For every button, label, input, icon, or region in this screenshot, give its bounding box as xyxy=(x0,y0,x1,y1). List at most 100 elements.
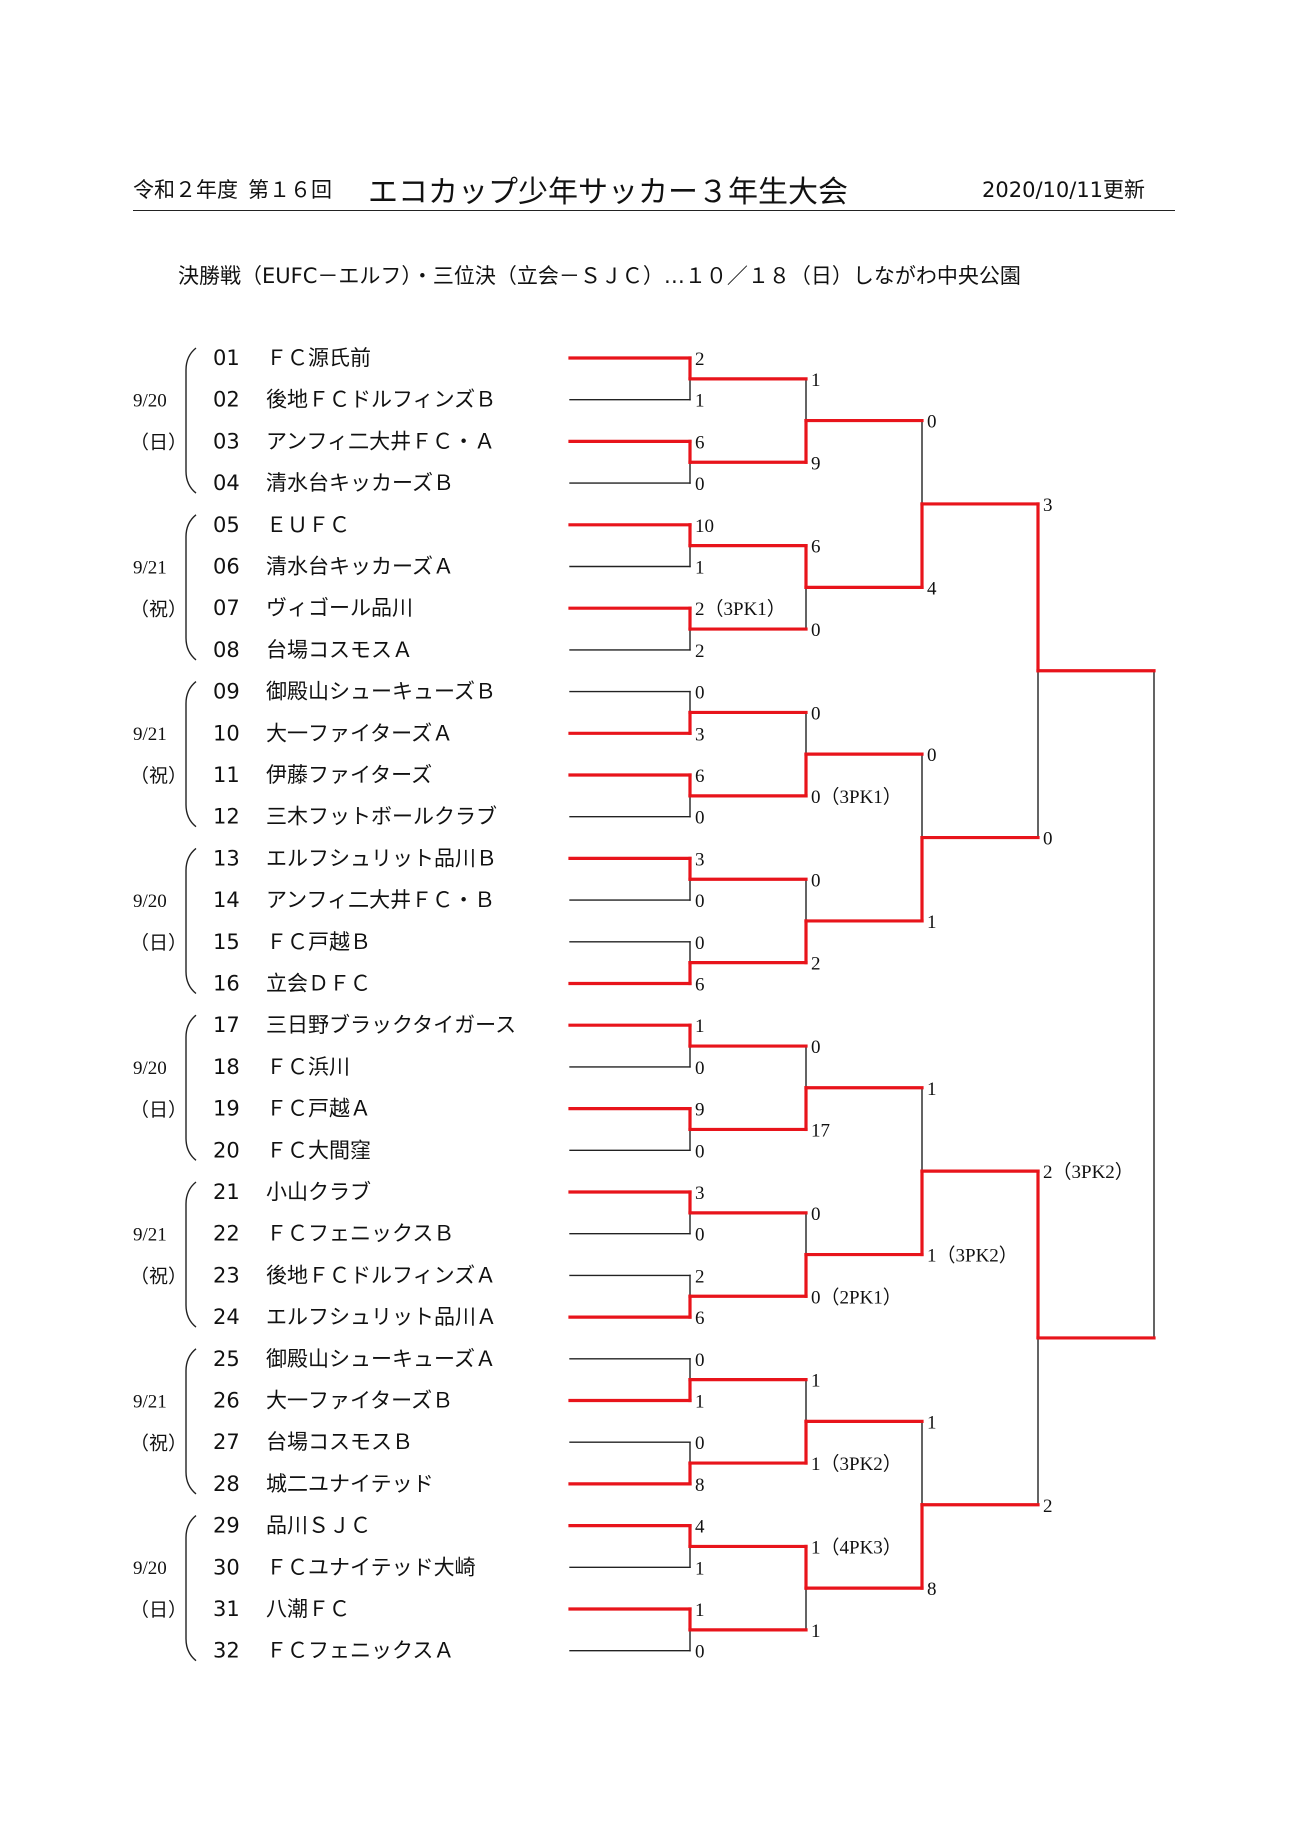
score-label: 2 xyxy=(695,1266,705,1287)
team-number: 15 xyxy=(213,930,240,954)
updated-date: 2020/10/11更新 xyxy=(982,178,1146,202)
score-label: 0 xyxy=(695,1225,705,1246)
score-label: 1 xyxy=(927,912,937,933)
score-label: 1（3PK2） xyxy=(811,1453,902,1475)
score-label: 6 xyxy=(695,1308,705,1329)
team-number: 02 xyxy=(213,388,240,412)
header-meta: 令和２年度第１６回 xyxy=(133,174,332,204)
team-number: 05 xyxy=(213,513,240,537)
team-name: ＦＣ戸越Ｂ xyxy=(266,930,371,954)
team-number: 19 xyxy=(213,1097,240,1121)
score-label: 0 xyxy=(811,1037,821,1058)
team-name: 清水台キッカーズＡ xyxy=(266,555,454,579)
team-name: 後地ＦＣドルフィンズＢ xyxy=(266,388,496,412)
team-name: ＦＣフェニックスＢ xyxy=(266,1222,454,1246)
bracket-lines xyxy=(569,378,1155,1652)
score-label: 0 xyxy=(695,1058,705,1079)
team-name: ＦＣユナイテッド大崎 xyxy=(266,1555,476,1579)
team-number: 28 xyxy=(213,1472,240,1496)
team-name: 台場コスモスＢ xyxy=(266,1430,413,1454)
winner-path-lines xyxy=(568,356,1156,1632)
team-number: 18 xyxy=(213,1055,240,1079)
team-name: 品川ＳＪＣ xyxy=(266,1514,371,1538)
team-name: 大一ファイターズＡ xyxy=(266,721,453,745)
match-date: 9/20 xyxy=(133,1558,167,1579)
team-name: 立会ＤＦＣ xyxy=(266,972,371,996)
score-label: 0 xyxy=(695,1642,705,1663)
score-label: 9 xyxy=(811,453,821,474)
score-label: 0 xyxy=(927,745,937,766)
score-label: 0 xyxy=(695,933,705,954)
score-label: 1 xyxy=(811,1621,821,1642)
team-name: 三日野ブラックタイガース xyxy=(266,1013,516,1037)
score-label: 0 xyxy=(695,1141,705,1162)
team-number: 23 xyxy=(213,1263,240,1287)
score-label: 0 xyxy=(695,683,705,704)
team-name: 伊藤ファイターズ xyxy=(266,763,432,787)
team-number: 32 xyxy=(213,1639,240,1663)
score-label: 8 xyxy=(927,1579,937,1600)
score-label: 0（3PK1） xyxy=(811,786,902,808)
score-label: 0 xyxy=(927,412,937,433)
team-number: 06 xyxy=(213,555,240,579)
score-label: 1（3PK2） xyxy=(927,1245,1018,1267)
team-name: 御殿山シューキューズＢ xyxy=(266,680,496,704)
score-label: 6 xyxy=(811,537,821,558)
team-name: 三木フットボールクラブ xyxy=(266,805,497,829)
score-label: 4 xyxy=(695,1517,705,1538)
team-number: 31 xyxy=(213,1597,240,1621)
score-label: 0 xyxy=(695,808,705,829)
match-day: （祝） xyxy=(130,765,187,787)
team-number: 10 xyxy=(213,721,240,745)
schedule-note: 決勝戦（EUFC－エルフ）・三位決（立会－ＳＪＣ）…１０／１８（日）しながわ中央… xyxy=(178,264,1021,288)
score-label: 1 xyxy=(927,1079,937,1100)
score-label: 4 xyxy=(927,578,937,599)
group-brace xyxy=(185,514,197,661)
team-name: 御殿山シューキューズＡ xyxy=(266,1347,496,1371)
score-label: 0 xyxy=(811,1204,821,1225)
team-number: 14 xyxy=(213,888,240,912)
score-label: 3 xyxy=(1043,495,1053,516)
score-label: 6 xyxy=(695,975,705,996)
score-label: 0 xyxy=(695,474,705,495)
team-number: 07 xyxy=(213,596,240,620)
score-label: 17 xyxy=(811,1120,830,1141)
team-number: 21 xyxy=(213,1180,240,1204)
team-number: 04 xyxy=(213,471,240,495)
score-label: 1 xyxy=(695,1558,705,1579)
team-number: 20 xyxy=(213,1138,240,1162)
score-label: 2 xyxy=(1043,1496,1053,1517)
year-label: 令和２年度 xyxy=(133,178,238,202)
match-date: 9/21 xyxy=(133,724,167,745)
team-number: 25 xyxy=(213,1347,240,1371)
score-label: 0（2PK1） xyxy=(811,1286,902,1308)
team-number: 12 xyxy=(213,805,240,829)
group-brace xyxy=(185,1014,197,1161)
team-name: エルフシュリット品川Ｂ xyxy=(266,846,497,870)
team-number: 01 xyxy=(213,346,240,370)
round-label: 第１６回 xyxy=(248,178,332,202)
team-number: 17 xyxy=(213,1013,240,1037)
group-brace xyxy=(185,347,197,494)
score-label: 1 xyxy=(927,1412,937,1433)
score-label: 0 xyxy=(811,870,821,891)
match-day: （日） xyxy=(130,1099,187,1121)
score-label: 0 xyxy=(811,703,821,724)
team-name: 小山クラブ xyxy=(266,1180,371,1204)
team-name: アンフィ二大井ＦＣ・Ａ xyxy=(266,429,495,453)
team-name: 台場コスモスＡ xyxy=(266,638,413,662)
team-name: エルフシュリット品川Ａ xyxy=(266,1305,497,1329)
score-label: 6 xyxy=(695,766,705,787)
group-brace xyxy=(185,1348,197,1495)
match-day: （日） xyxy=(130,932,187,954)
team-name: ＥＵＦＣ xyxy=(266,513,350,537)
score-label: 0 xyxy=(695,1433,705,1454)
match-day: （日） xyxy=(130,1599,187,1621)
team-name: ヴィゴール品川 xyxy=(266,596,413,620)
team-name: アンフィ二大井ＦＣ・Ｂ xyxy=(266,888,495,912)
score-label: 3 xyxy=(695,1183,705,1204)
group-brace xyxy=(185,1181,197,1328)
team-number: 27 xyxy=(213,1430,240,1454)
score-label: 3 xyxy=(695,724,705,745)
